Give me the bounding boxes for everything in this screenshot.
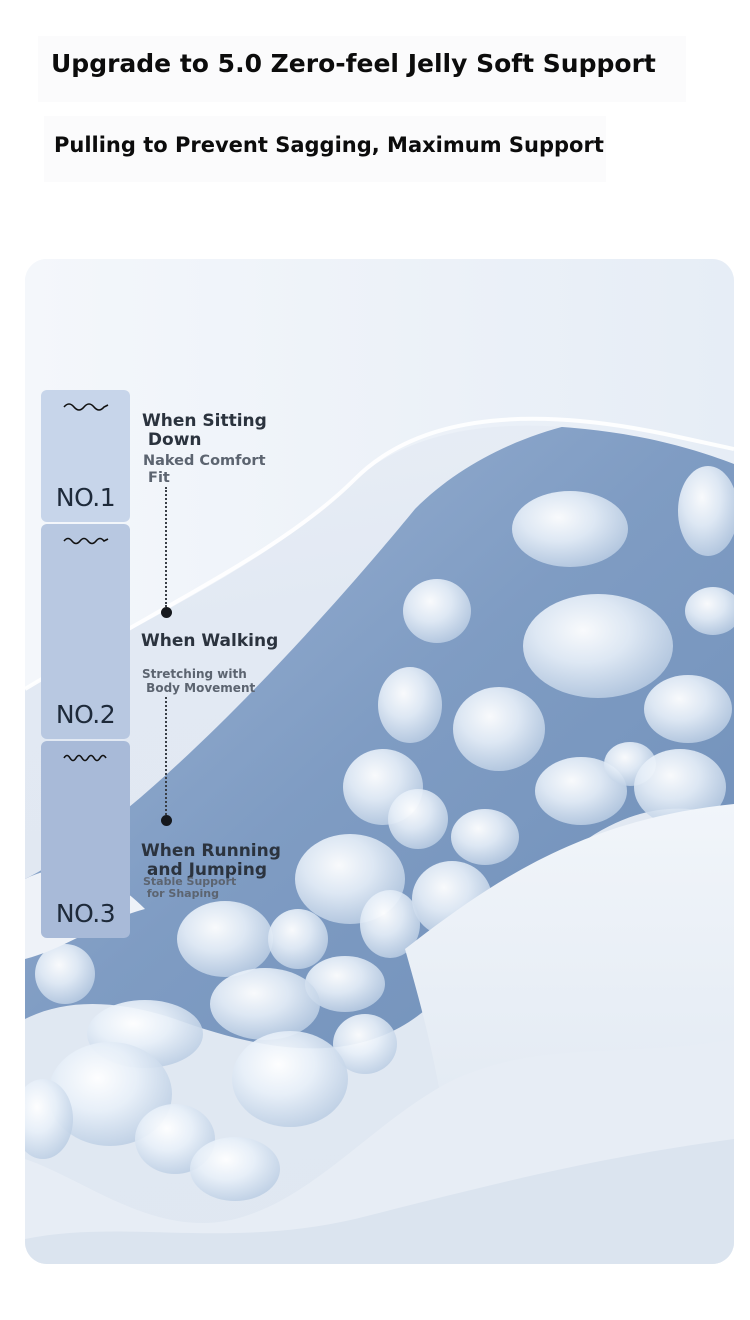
timeline-dot <box>161 815 172 826</box>
wave-icon <box>63 403 109 411</box>
timeline-connector <box>165 487 167 607</box>
product-image-panel <box>25 259 734 1264</box>
headline-title: Upgrade to 5.0 Zero-feel Jelly Soft Supp… <box>38 36 686 102</box>
stage-title-3: When Running and Jumping <box>141 841 281 880</box>
stage-badge-2: NO.2 <box>41 524 130 739</box>
stage-badge-3: NO.3 <box>41 741 130 938</box>
stage-number: NO.3 <box>55 899 116 928</box>
wave-icon <box>63 537 109 545</box>
jelly-fabric-illustration <box>25 259 734 1264</box>
wave-icon <box>63 754 107 762</box>
stage-subtitle-1: Naked Comfort Fit <box>143 453 266 486</box>
timeline-connector <box>165 697 167 815</box>
stage-badge-1: NO.1 <box>41 390 130 522</box>
stage-number: NO.1 <box>55 483 116 512</box>
stage-title-2: When Walking <box>141 631 279 651</box>
headline-subtitle: Pulling to Prevent Sagging, Maximum Supp… <box>44 116 606 182</box>
stage-subtitle-3: Stable Support for Shaping <box>143 875 237 900</box>
timeline-dot <box>161 607 172 618</box>
stage-subtitle-2: Stretching with Body Movement <box>142 667 256 695</box>
stage-title-1: When Sitting Down <box>142 411 267 450</box>
jelly-beads <box>25 466 734 1201</box>
stage-number: NO.2 <box>55 700 116 729</box>
